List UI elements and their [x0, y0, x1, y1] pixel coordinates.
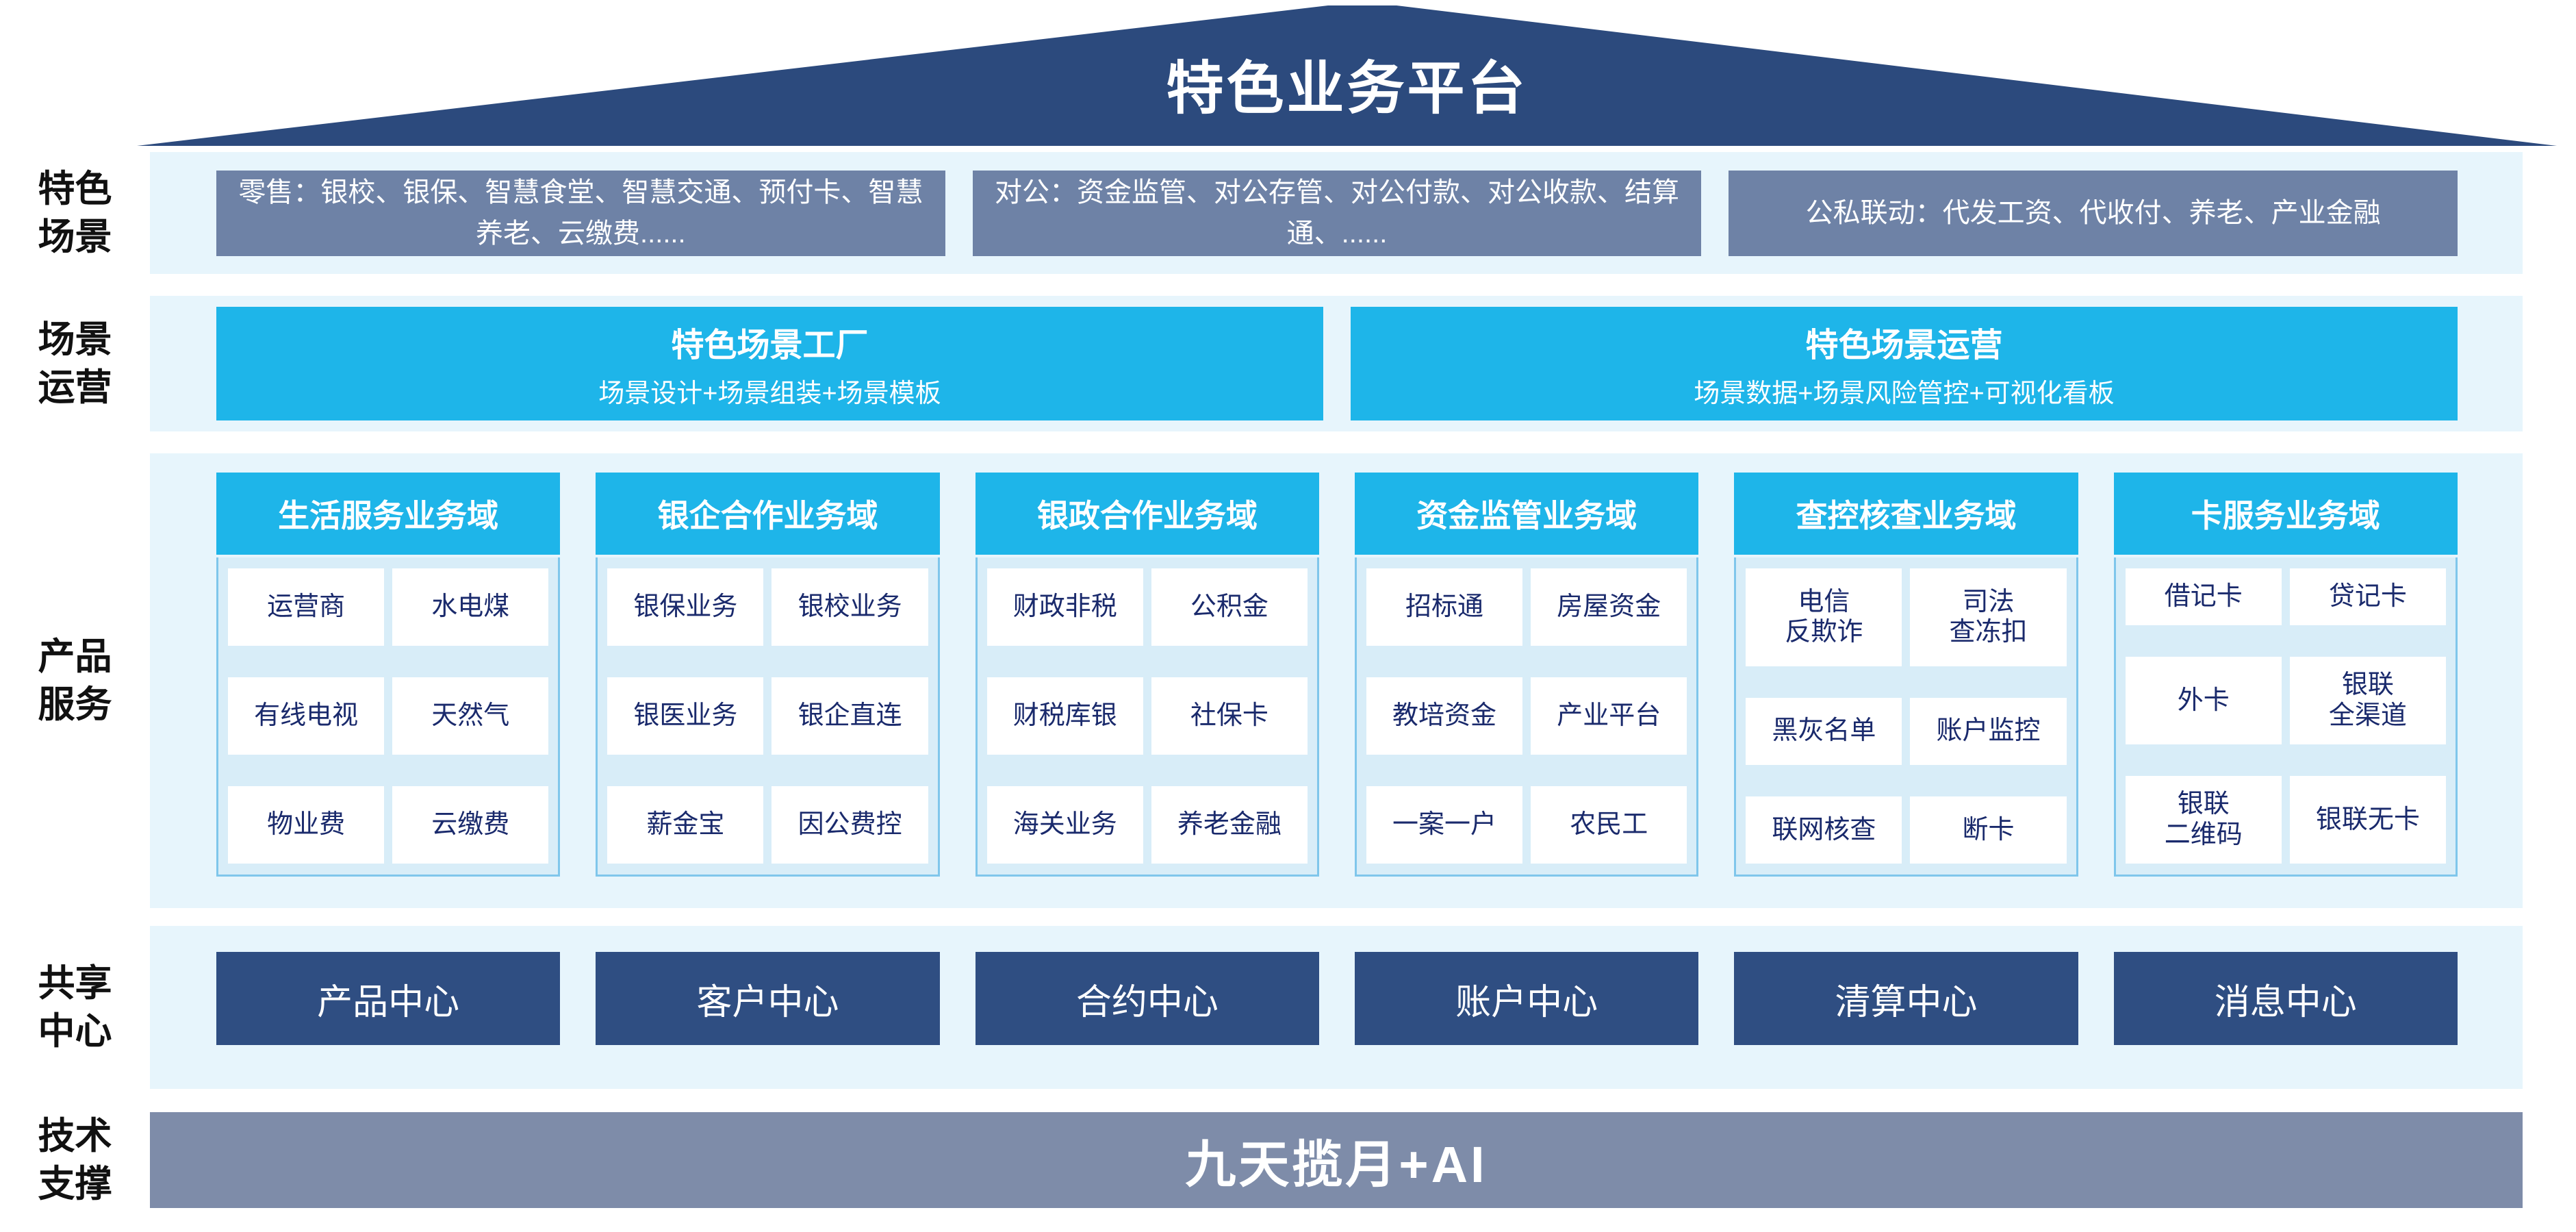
- domain-item: 养老金融: [1151, 786, 1308, 864]
- domain-item: 海关业务: [986, 786, 1143, 864]
- center-box-product: 产品中心: [216, 952, 561, 1045]
- scene-box-public-private: 公私联动：代发工资、代收付、养老、产业金融: [1729, 170, 2458, 256]
- center-box-customer: 客户中心: [596, 952, 940, 1045]
- tech-support-band: 九天揽月+AI: [150, 1112, 2523, 1208]
- center-box-message: 消息中心: [2113, 952, 2458, 1045]
- domain-item: 运营商: [228, 568, 385, 646]
- domain-title: 资金监管业务域: [1354, 473, 1699, 555]
- side-label-operation: 场景 运营: [38, 318, 112, 408]
- domain-item: 财政非税: [986, 568, 1143, 646]
- side-label-products: 产品 服务: [38, 636, 112, 725]
- domain-item: 产业平台: [1531, 677, 1687, 755]
- domain-item: 银校业务: [771, 568, 928, 646]
- domain-item: 一案一户: [1366, 786, 1523, 864]
- scenes-band: 零售：银校、银保、智慧食堂、智慧交通、预付卡、智慧养老、云缴费...... 对公…: [150, 152, 2523, 274]
- domain-item: 有线电视: [228, 677, 385, 755]
- scene-operation-title: 特色场景运营: [1805, 327, 2003, 364]
- scene-operation-subtitle: 场景数据+场景风险管控+可视化看板: [1694, 379, 2115, 409]
- domain-item: 贷记卡: [2289, 568, 2446, 626]
- domain-title: 查控核查业务域: [1734, 473, 2078, 555]
- domain-item: 联网核查: [1746, 796, 1902, 864]
- products-band: 生活服务业务域 运营商 水电煤 有线电视 天然气 物业费 云缴费 银企合作业务域…: [150, 453, 2523, 908]
- operation-band: 特色场景工厂 场景设计+场景组装+场景模板 特色场景运营 场景数据+场景风险管控…: [150, 296, 2523, 431]
- domain-item: 电信 反欺诈: [1746, 568, 1902, 666]
- domain-item: 招标通: [1366, 568, 1523, 646]
- domain-item: 借记卡: [2125, 568, 2282, 626]
- domain-card-card-services: 卡服务业务域 借记卡 贷记卡 外卡 银联 全渠道 银联 二维码 银联无卡: [2113, 473, 2458, 877]
- domain-card-bank-government: 银政合作业务域 财政非税 公积金 财税库银 社保卡 海关业务 养老金融: [975, 473, 1319, 877]
- domain-item: 社保卡: [1151, 677, 1308, 755]
- domain-item: 天然气: [392, 677, 549, 755]
- domain-item: 断卡: [1910, 796, 2067, 864]
- scene-factory-title: 特色场景工厂: [671, 327, 869, 364]
- domain-item: 云缴费: [392, 786, 549, 864]
- domain-body: 电信 反欺诈 司法 查冻扣 黑灰名单 账户监控 联网核查 断卡: [1734, 557, 2078, 877]
- domain-item: 账户监控: [1910, 697, 2067, 765]
- roof-shape: [137, 5, 2557, 146]
- domain-title: 银企合作业务域: [596, 473, 940, 555]
- domain-item: 银联 全渠道: [2289, 657, 2446, 745]
- domain-item: 外卡: [2125, 657, 2282, 745]
- domain-item: 房屋资金: [1531, 568, 1687, 646]
- domain-item: 水电煤: [392, 568, 549, 646]
- domain-body: 借记卡 贷记卡 外卡 银联 全渠道 银联 二维码 银联无卡: [2113, 557, 2458, 877]
- scene-box-corporate: 对公：资金监管、对公存管、对公付款、对公收款、结算通、......: [972, 170, 1702, 256]
- domain-body: 运营商 水电煤 有线电视 天然气 物业费 云缴费: [216, 557, 561, 877]
- domain-item: 物业费: [228, 786, 385, 864]
- domain-item: 银保业务: [607, 568, 764, 646]
- centers-band: 产品中心 客户中心 合约中心 账户中心 清算中心 消息中心: [150, 926, 2523, 1089]
- domain-card-inquiry-verification: 查控核查业务域 电信 反欺诈 司法 查冻扣 黑灰名单 账户监控 联网核查 断卡: [1734, 473, 2078, 877]
- center-box-account: 账户中心: [1354, 952, 1699, 1045]
- side-label-tech: 技术 支撑: [38, 1115, 112, 1205]
- domain-item: 公积金: [1151, 568, 1308, 646]
- domain-item: 财税库银: [986, 677, 1143, 755]
- domain-item: 银医业务: [607, 677, 764, 755]
- domain-title: 银政合作业务域: [975, 473, 1319, 555]
- scene-box-retail: 零售：银校、银保、智慧食堂、智慧交通、预付卡、智慧养老、云缴费......: [216, 170, 945, 256]
- domain-body: 招标通 房屋资金 教培资金 产业平台 一案一户 农民工: [1354, 557, 1699, 877]
- domain-title: 生活服务业务域: [216, 473, 561, 555]
- domain-item: 司法 查冻扣: [1910, 568, 2067, 666]
- domain-item: 因公费控: [771, 786, 928, 864]
- domain-body: 财政非税 公积金 财税库银 社保卡 海关业务 养老金融: [975, 557, 1319, 877]
- domain-card-fund-supervision: 资金监管业务域 招标通 房屋资金 教培资金 产业平台 一案一户 农民工: [1354, 473, 1699, 877]
- center-box-contract: 合约中心: [975, 952, 1319, 1045]
- domain-item: 银联 二维码: [2125, 776, 2282, 864]
- domain-item: 教培资金: [1366, 677, 1523, 755]
- scene-operation-block: 特色场景运营 场景数据+场景风险管控+可视化看板: [1351, 307, 2458, 420]
- scene-factory-subtitle: 场景设计+场景组装+场景模板: [598, 379, 941, 409]
- domain-card-life-services: 生活服务业务域 运营商 水电煤 有线电视 天然气 物业费 云缴费: [216, 473, 561, 877]
- domain-card-bank-enterprise: 银企合作业务域 银保业务 银校业务 银医业务 银企直连 薪金宝 因公费控: [596, 473, 940, 877]
- center-box-clearing: 清算中心: [1734, 952, 2078, 1045]
- domain-item: 银企直连: [771, 677, 928, 755]
- domain-item: 黑灰名单: [1746, 697, 1902, 765]
- domain-body: 银保业务 银校业务 银医业务 银企直连 薪金宝 因公费控: [596, 557, 940, 877]
- domain-item: 农民工: [1531, 786, 1687, 864]
- page-title: 特色业务平台: [1166, 56, 1528, 121]
- domain-item: 银联无卡: [2289, 776, 2446, 864]
- domain-title: 卡服务业务域: [2113, 473, 2458, 555]
- side-label-scenes: 特色 场景: [38, 168, 112, 257]
- side-label-centers: 共享 中心: [38, 962, 112, 1052]
- scene-factory-block: 特色场景工厂 场景设计+场景组装+场景模板: [216, 307, 1323, 420]
- domain-item: 薪金宝: [607, 786, 764, 864]
